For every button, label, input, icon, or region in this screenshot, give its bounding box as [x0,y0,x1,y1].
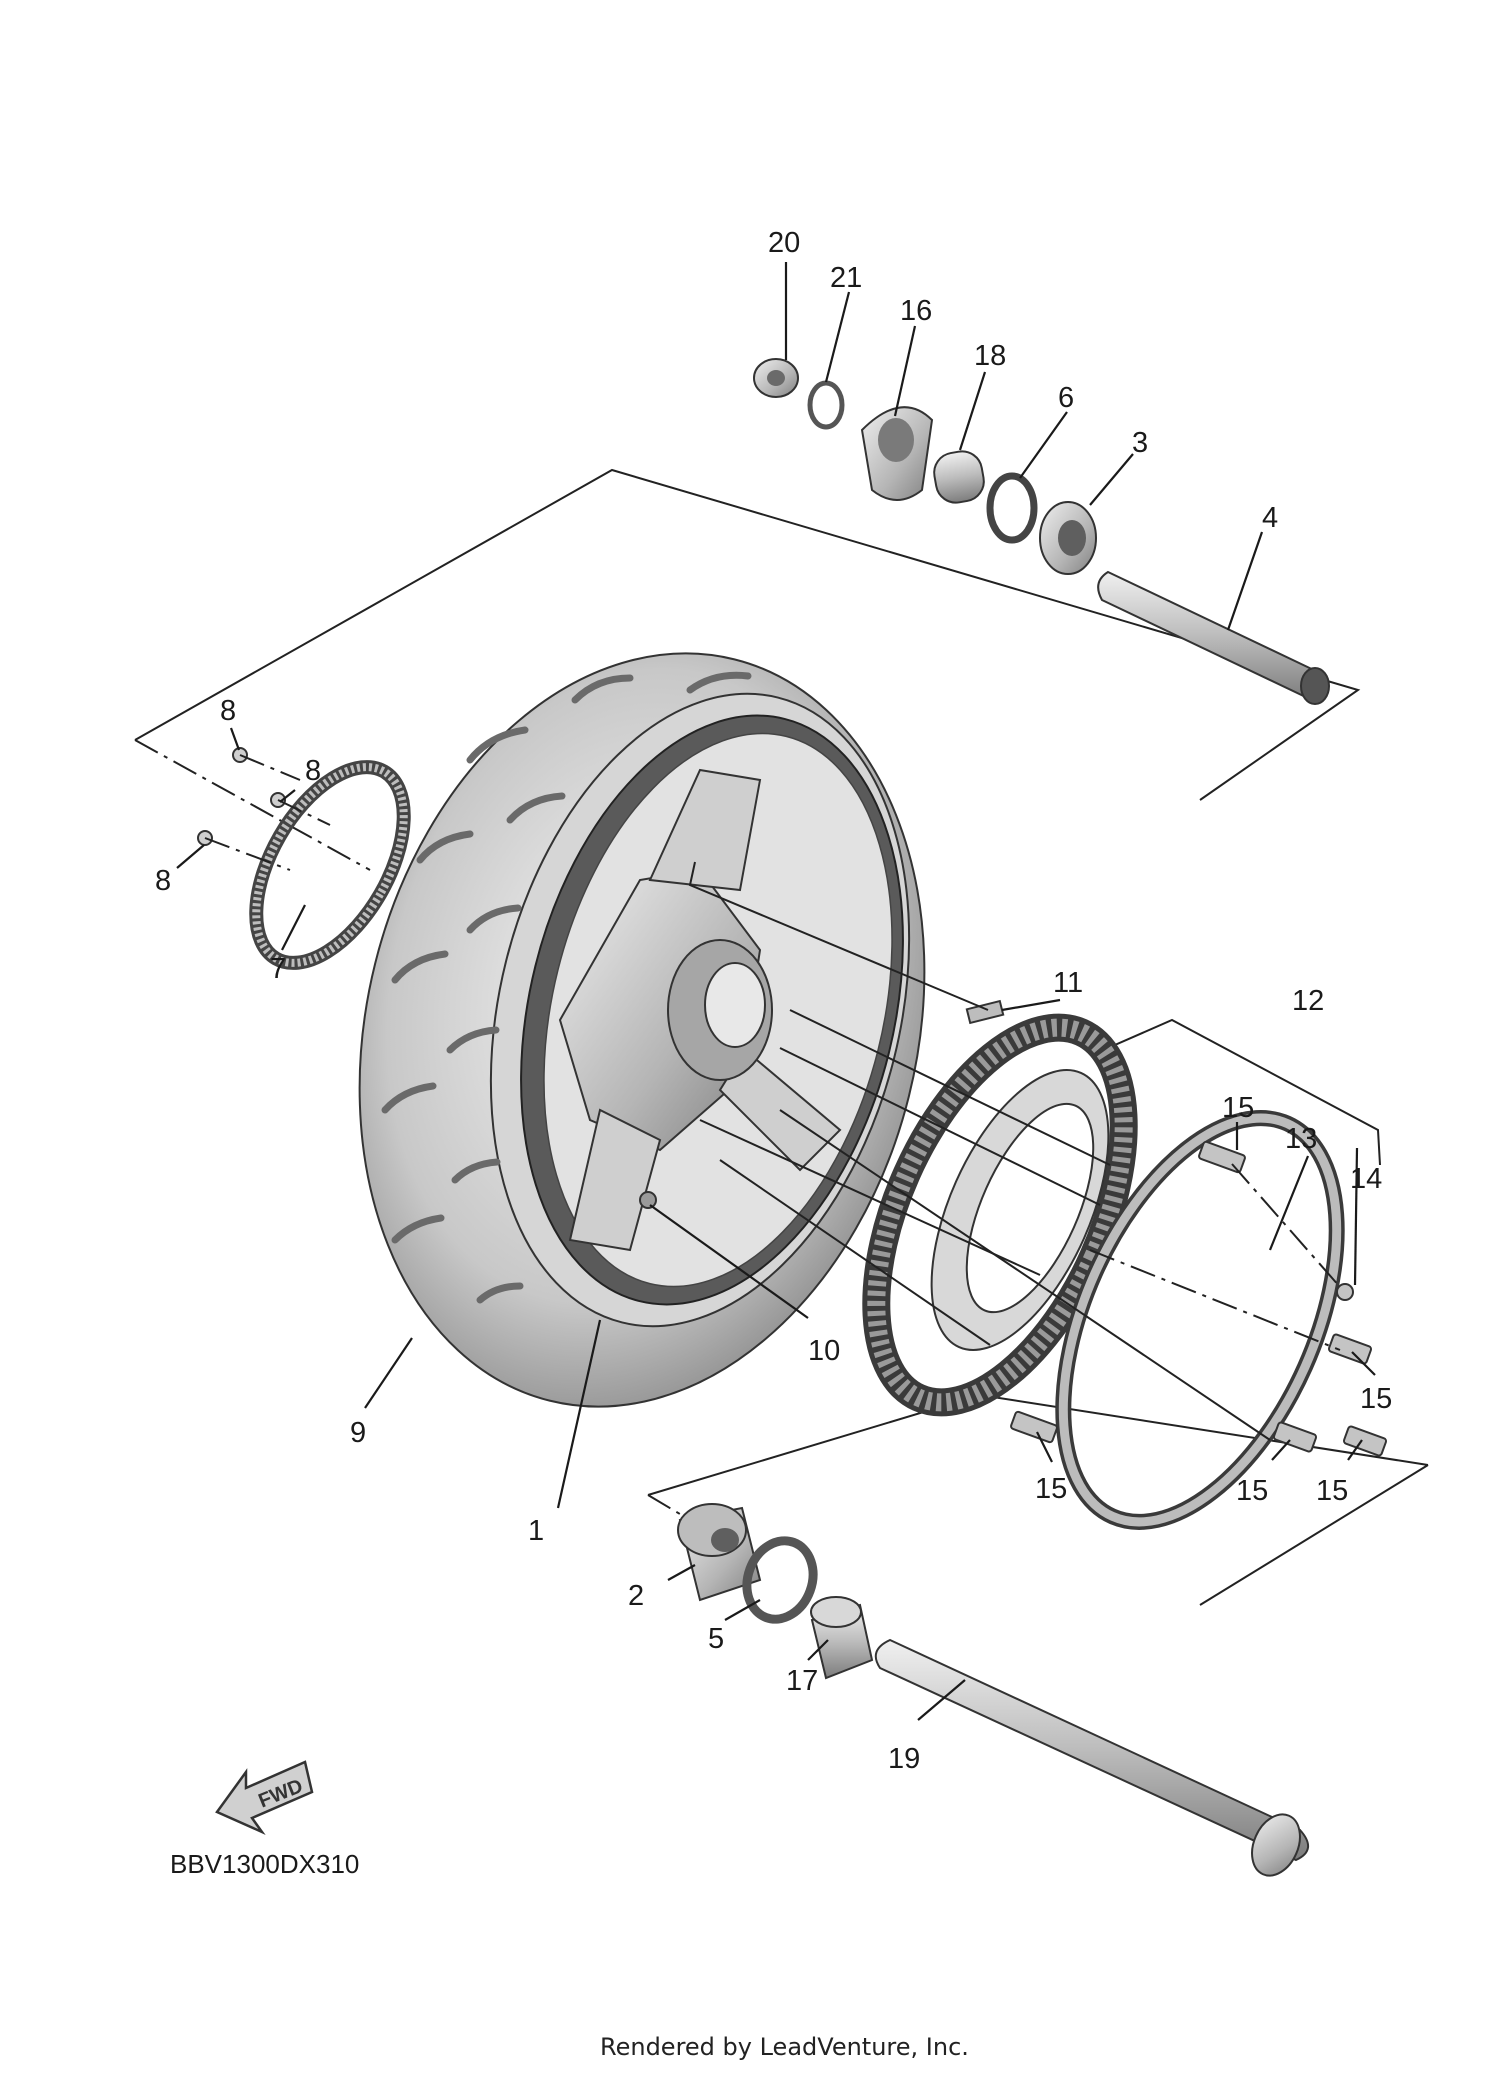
sprocket [862,1013,1138,1417]
callout-6: 6 [1058,382,1074,414]
callout-8-top: 8 [220,695,236,727]
callout-8-middle: 8 [305,755,321,787]
callout-1: 1 [528,1515,544,1547]
lower-oil-seal [742,1536,818,1624]
diagram-code: BBV1300DX310 [170,1849,359,1879]
upper-bearing [1039,501,1097,575]
cover-ring [1055,1110,1345,1530]
oil-seal [986,472,1038,544]
balance-weight [965,999,1005,1025]
axle-bracket [860,406,934,501]
callout-8-left: 8 [155,865,171,897]
axle-washer [807,380,845,430]
upper-assembly-frame [134,468,1361,871]
callout-12: 12 [1292,985,1324,1017]
axle-collar [933,450,985,504]
callout-17: 17 [786,1665,818,1697]
callout-10: 10 [808,1335,840,1367]
forward-arrow-icon: FWD [215,1760,314,1836]
wheel-hub [558,768,842,1252]
callouts: 20 21 16 18 6 3 4 8 8 8 7 11 12 15 13 14… [155,227,1392,1775]
callout-21: 21 [830,262,862,294]
axle-nut [753,358,799,398]
sprocket-frame [1091,1018,1381,1166]
callout-4: 4 [1262,502,1278,534]
callout-13: 13 [1285,1123,1317,1155]
lower-collar [810,1596,874,1680]
leader-lines [176,262,1376,1721]
callout-15-right: 15 [1360,1383,1392,1415]
callout-19: 19 [888,1743,920,1775]
callout-2: 2 [628,1580,644,1612]
axle-spacer [1097,570,1330,705]
callout-16: 16 [900,295,932,327]
render-credit: Rendered by LeadVenture, Inc. [600,2033,969,2061]
callout-20: 20 [768,227,800,259]
callout-15-top: 15 [1222,1092,1254,1124]
callout-15-bottom-left: 15 [1035,1473,1067,1505]
callout-7: 7 [270,953,286,985]
callout-3: 3 [1132,427,1148,459]
callout-18: 18 [974,340,1006,372]
callout-14: 14 [1350,1163,1382,1195]
lower-bearing [677,1503,762,1602]
callout-15-bottom-middle: 15 [1236,1475,1268,1507]
callout-11: 11 [1053,967,1083,999]
rotor-bolts [197,747,331,871]
callout-9: 9 [350,1417,366,1449]
callout-15-bottom-right: 15 [1316,1475,1348,1507]
wheel-axle [874,1638,1309,1877]
assembly-guide-lines [688,861,1341,1441]
sensor-rotor [249,760,411,970]
callout-5: 5 [708,1623,724,1655]
